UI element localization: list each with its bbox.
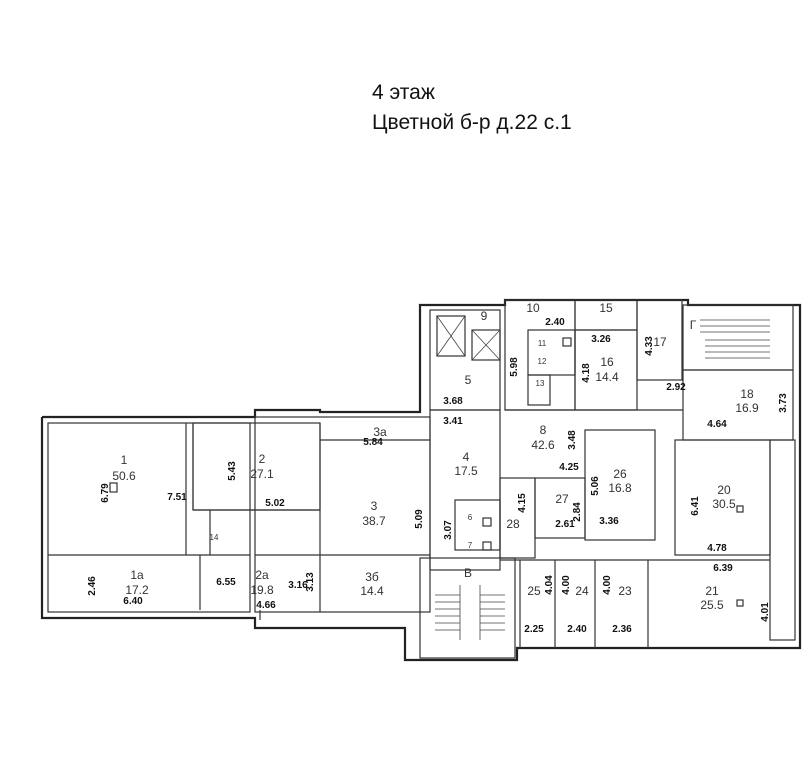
- room-4-area: 17.5: [454, 464, 478, 478]
- room-18-label: 18: [740, 387, 754, 401]
- plan-title: 4 этаж Цветной б-р д.22 с.1: [372, 78, 572, 138]
- dim-5-06: 5.06: [590, 476, 601, 496]
- stair-v-label: В: [464, 566, 472, 580]
- dim-3-73: 3.73: [778, 393, 789, 413]
- dim-2-46: 2.46: [87, 576, 98, 596]
- room-20-label: 20: [717, 483, 731, 497]
- dim-5-98: 5.98: [509, 357, 520, 377]
- room-labels: 1 50.6 1а 17.2 2 27.1 2а 19.8 3 38.7 3а …: [112, 301, 759, 612]
- dim-4-00-a: 4.00: [561, 575, 572, 595]
- dim-4-15: 4.15: [517, 493, 528, 513]
- room-3b-label: 3б: [365, 570, 379, 584]
- dim-2-61: 2.61: [555, 519, 575, 530]
- room-16-area: 14.4: [595, 370, 619, 384]
- fixtures: [109, 337, 744, 607]
- dim-3-68: 3.68: [443, 396, 463, 407]
- dim-5-84: 5.84: [363, 437, 383, 448]
- room-16-label: 16: [600, 355, 614, 369]
- room-3-area: 38.7: [362, 514, 386, 528]
- dim-4-78: 4.78: [707, 543, 727, 554]
- dim-6-55: 6.55: [216, 577, 236, 588]
- room-8-label: 8: [540, 423, 547, 437]
- dim-3-07: 3.07: [443, 520, 454, 540]
- stair-g-steps: [700, 319, 770, 359]
- room-13-label: 13: [536, 379, 545, 388]
- interior-walls: [48, 299, 796, 659]
- dim-5-09: 5.09: [414, 509, 425, 529]
- dim-4-66: 4.66: [256, 600, 276, 611]
- dim-2-84: 2.84: [572, 502, 583, 522]
- room-2-area: 27.1: [250, 467, 274, 481]
- dim-3-26: 3.26: [591, 334, 611, 345]
- room-17-label: 17: [653, 335, 667, 349]
- dim-2-25: 2.25: [524, 624, 544, 635]
- room-26-area: 16.8: [608, 481, 632, 495]
- room-27-label: 27: [555, 492, 569, 506]
- dim-3-16: 3.16: [288, 580, 308, 591]
- room-28-label: 28: [506, 517, 520, 531]
- dim-4-01: 4.01: [760, 602, 771, 622]
- room-4-label: 4: [463, 450, 470, 464]
- dim-5-43: 5.43: [227, 461, 238, 481]
- room-1a-area: 17.2: [125, 583, 149, 597]
- room-14-label: 14: [210, 533, 219, 542]
- room-1-label: 1: [121, 453, 128, 467]
- room-2a-area: 19.8: [250, 583, 274, 597]
- dimension-labels: 6.79 7.51 5.43 5.02 5.84 5.09 3.07 2.46 …: [87, 317, 789, 635]
- room-10-label: 10: [526, 301, 540, 315]
- dim-3-48: 3.48: [567, 430, 578, 450]
- room-26-label: 26: [613, 467, 627, 481]
- room-25-label: 25: [527, 584, 541, 598]
- room-15-label: 15: [599, 301, 613, 315]
- room-7-label: 7: [468, 541, 473, 550]
- room-20-area: 30.5: [712, 497, 736, 511]
- room-21-area: 25.5: [700, 598, 724, 612]
- room-9-label: 9: [481, 309, 488, 323]
- room-3b-area: 14.4: [360, 584, 384, 598]
- dim-4-04: 4.04: [544, 575, 555, 595]
- dim-5-02: 5.02: [265, 498, 285, 509]
- room-3a-label: 3а: [373, 425, 387, 439]
- dim-3-13: 3.13: [305, 572, 316, 592]
- dim-2-92: 2.92: [666, 382, 686, 393]
- room-8-area: 42.6: [531, 438, 555, 452]
- dim-3-36: 3.36: [599, 516, 619, 527]
- room-5-label: 5: [465, 373, 472, 387]
- dim-4-33: 4.33: [644, 336, 655, 356]
- room-12-label: 12: [538, 357, 547, 366]
- room-1-area: 50.6: [112, 469, 136, 483]
- dim-4-25: 4.25: [559, 462, 579, 473]
- dim-2-40-top: 2.40: [545, 317, 565, 328]
- stair-v-steps: [435, 585, 505, 640]
- dim-4-00-b: 4.00: [602, 575, 613, 595]
- dim-6-39: 6.39: [713, 563, 733, 574]
- room-18-area: 16.9: [735, 401, 759, 415]
- dim-7-51: 7.51: [167, 492, 187, 503]
- floor-label: 4 этаж: [372, 81, 435, 104]
- room-23-label: 23: [618, 584, 632, 598]
- address-label: Цветной б-р д.22 с.1: [372, 111, 572, 134]
- outer-walls: [40, 298, 802, 662]
- room-3-label: 3: [371, 499, 378, 513]
- stair-g-label: Г: [690, 318, 697, 332]
- dim-2-40-bottom: 2.40: [567, 624, 587, 635]
- room-11-label: 11: [538, 339, 547, 348]
- dim-6-41: 6.41: [690, 496, 701, 516]
- dim-6-40: 6.40: [123, 596, 143, 607]
- dim-4-18: 4.18: [581, 363, 592, 383]
- dim-4-64: 4.64: [707, 419, 727, 430]
- dim-6-79: 6.79: [100, 483, 111, 503]
- room-21-label: 21: [705, 584, 719, 598]
- room-1a-label: 1а: [130, 568, 144, 582]
- room-2-label: 2: [259, 452, 266, 466]
- room-2a-label: 2а: [255, 568, 269, 582]
- room-24-label: 24: [575, 584, 589, 598]
- dim-3-41: 3.41: [443, 416, 463, 427]
- dim-2-36: 2.36: [612, 624, 632, 635]
- room-6-label: 6: [468, 513, 473, 522]
